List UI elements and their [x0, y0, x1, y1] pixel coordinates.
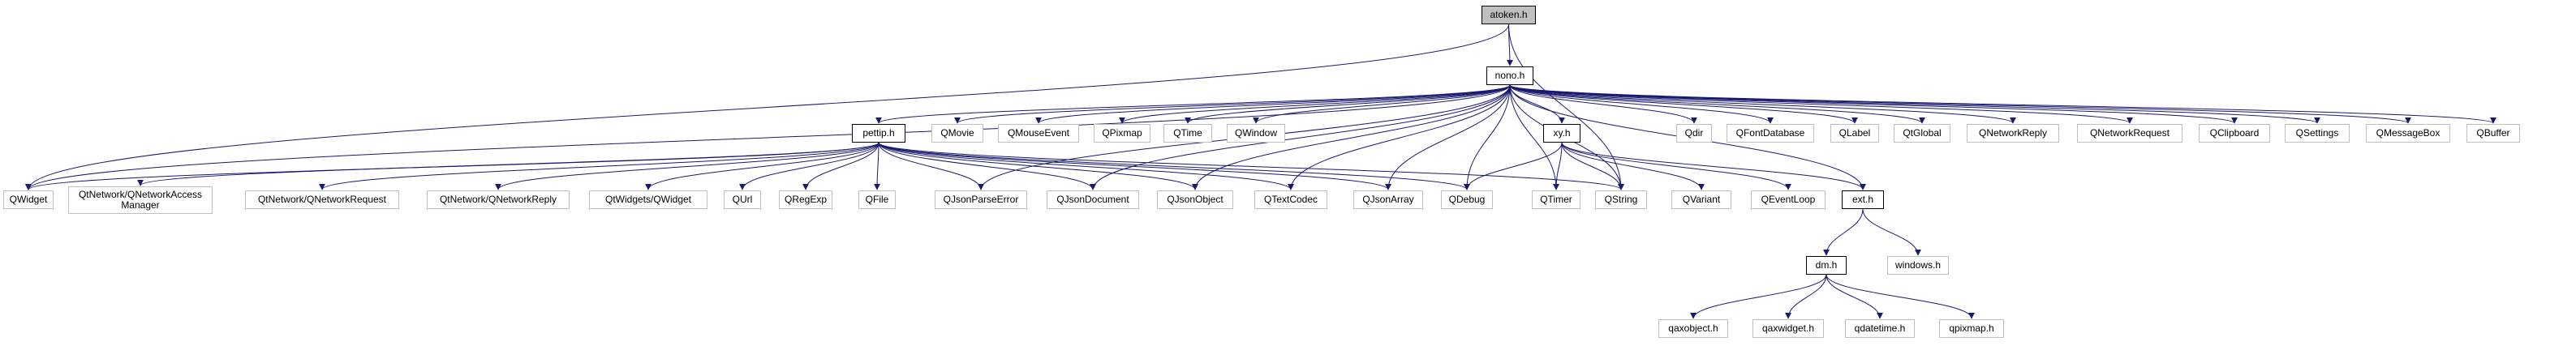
- node-qnetworkrequest: QNetworkRequest: [2077, 124, 2183, 143]
- edge-nono_h-to-qsettings: [1509, 84, 2320, 124]
- node-pettip-h[interactable]: pettip.h: [852, 124, 905, 143]
- edge-nono_h-to-qpixmap: [1119, 84, 1511, 124]
- edge-xy_h-to-qstring: [1561, 142, 1624, 190]
- node-qclipboard: QClipboard: [2199, 124, 2270, 143]
- node-qjsonarray: QJsonArray: [1353, 190, 1423, 209]
- node-qeventloop: QEventLoop: [1751, 190, 1826, 209]
- edge-dm_h-to-qaxobject_h: [1690, 274, 1827, 319]
- node-atoken-h: atoken.h: [1482, 6, 1536, 24]
- edge-atoken_h-to-qwidget: [25, 23, 1509, 190]
- node-qdir: Qdir: [1676, 124, 1712, 143]
- edge-pettip_h-to-qfile: [874, 142, 881, 190]
- edge-nono_h-to-qdir: [1509, 84, 1697, 124]
- node-qtnetwork-qnetworkaccessmanager: QtNetwork/QNetworkAccess Manager: [68, 186, 213, 214]
- node-qjsonparseerror: QJsonParseError: [935, 190, 1027, 209]
- node-xy-h[interactable]: xy.h: [1543, 124, 1580, 143]
- edge-nono_h-to-qmovie: [954, 84, 1511, 124]
- node-qaxwidget-h: qaxwidget.h: [1752, 319, 1824, 338]
- node-qtimer: QTimer: [1532, 190, 1580, 209]
- edge-pettip_h-to-qjsonparseerror: [878, 142, 984, 190]
- node-qaxobject-h: qaxobject.h: [1658, 319, 1728, 338]
- edge-pettip_h-to-qjsonarray: [878, 142, 1391, 190]
- edge-xy_h-to-qeventloop: [1561, 142, 1791, 190]
- node-qwindow: QWindow: [1227, 124, 1285, 143]
- node-qsettings: QSettings: [2285, 124, 2350, 143]
- node-qjsondocument: QJsonDocument: [1047, 190, 1139, 209]
- node-qtglobal: QtGlobal: [1894, 124, 1950, 143]
- node-qvariant: QVariant: [1671, 190, 1731, 209]
- edge-nono_h-to-qbuffer: [1509, 84, 2496, 124]
- edge-nono_h-to-qmouseevent: [1035, 84, 1511, 124]
- edge-nono_h-to-qjsonarray: [1385, 84, 1511, 190]
- node-qmouseevent: QMouseEvent: [998, 124, 1079, 143]
- edge-pettip_h-to-qdebug: [878, 142, 1470, 190]
- node-qfile: QFile: [858, 190, 896, 209]
- edge-nono_h-to-qclipboard: [1509, 84, 2238, 124]
- edge-nono_h-to-qjsonobject: [1192, 84, 1511, 190]
- edge-xy_h-to-qdebug: [1464, 142, 1563, 190]
- node-ext-h[interactable]: ext.h: [1842, 190, 1884, 209]
- node-qpixmap-h: qpixmap.h: [1939, 319, 2004, 338]
- node-qfontdatabase: QFontDatabase: [1727, 124, 1814, 143]
- node-qbuffer: QBuffer: [2466, 124, 2520, 143]
- edge-xy_h-to-ext_h: [1561, 142, 1866, 190]
- edge-ext_h-to-dm_h: [1823, 208, 1864, 256]
- node-dm-h[interactable]: dm.h: [1806, 256, 1847, 275]
- node-qwidget: QWidget: [3, 190, 54, 209]
- edge-nono_h-to-qfontdatabase: [1509, 84, 1774, 124]
- node-qmessagebox: QMessageBox: [2366, 124, 2450, 143]
- node-windows-h: windows.h: [1887, 256, 1949, 275]
- node-qtnetwork-qnetworkreply: QtNetwork/QNetworkReply: [427, 190, 570, 209]
- node-qregexp: QRegExp: [779, 190, 832, 209]
- node-qjsonobject: QJsonObject: [1157, 190, 1233, 209]
- edge-nono_h-to-qjsondocument: [1090, 84, 1511, 190]
- edge-pettip_h-to-qtnetwork_qnam: [137, 142, 879, 186]
- edge-ext_h-to-windows_h: [1862, 208, 1921, 256]
- edge-nono_h-to-qnetworkrequest: [1509, 84, 2133, 124]
- edge-nono_h-to-qmessagebox: [1509, 84, 2411, 124]
- node-qurl: QUrl: [724, 190, 761, 209]
- edge-pettip_h-to-qtwidgets_qwidget: [645, 142, 879, 190]
- edge-nono_h-to-qtglobal: [1509, 84, 1925, 124]
- node-qtnetwork-qnetworkrequest: QtNetwork/QNetworkRequest: [245, 190, 399, 209]
- edge-pettip_h-to-qtnetwork_qnetworkreply: [495, 142, 879, 190]
- edge-pettip_h-to-qregexp: [802, 142, 879, 190]
- node-qdebug: QDebug: [1441, 190, 1493, 209]
- edge-pettip_h-to-qtextcodec: [878, 142, 1294, 190]
- edge-nono_h-to-qtimer: [1509, 84, 1559, 190]
- node-qnetworkreply: QNetworkReply: [1967, 124, 2059, 143]
- edge-xy_h-to-qvariant: [1561, 142, 1705, 190]
- edge-atoken_h-to-qstring: [1508, 23, 1624, 190]
- edge-dm_h-to-qpixmap_h: [1826, 274, 1975, 319]
- edge-dm_h-to-qdatetime_h: [1826, 274, 1883, 319]
- edge-pettip_h-to-qjsondocument: [878, 142, 1096, 190]
- edge-nono_h-to-qwindow: [1253, 84, 1511, 124]
- edge-nono_h-to-qtime: [1185, 84, 1511, 124]
- node-qlabel: QLabel: [1830, 124, 1879, 143]
- edge-pettip_h-to-qjsonobject: [878, 142, 1198, 190]
- node-qtwidgets-qwidget: QtWidgets/QWidget: [589, 190, 707, 209]
- edge-xy_h-to-qtimer: [1553, 142, 1563, 190]
- node-nono-h[interactable]: nono.h: [1486, 66, 1533, 85]
- edge-nono_h-to-qnetworkreply: [1509, 84, 2016, 124]
- edge-nono_h-to-qlabel: [1509, 84, 1858, 124]
- node-qdatetime-h: qdatetime.h: [1845, 319, 1915, 338]
- node-qstring: QString: [1595, 190, 1647, 209]
- edge-pettip_h-to-qurl: [739, 142, 879, 190]
- node-qpixmap: QPixmap: [1094, 124, 1150, 143]
- node-qtime: QTime: [1163, 124, 1212, 143]
- edge-nono_h-to-pettip_h: [875, 84, 1511, 124]
- node-qtextcodec: QTextCodec: [1254, 190, 1327, 209]
- edge-nono_h-to-qwidget: [25, 84, 1511, 190]
- node-qmovie: QMovie: [931, 124, 983, 143]
- edge-dm_h-to-qaxwidget_h: [1785, 274, 1827, 319]
- edge-pettip_h-to-qstring: [878, 142, 1624, 190]
- edge-pettip_h-to-qtnetwork_qnetworkrequest: [319, 142, 879, 190]
